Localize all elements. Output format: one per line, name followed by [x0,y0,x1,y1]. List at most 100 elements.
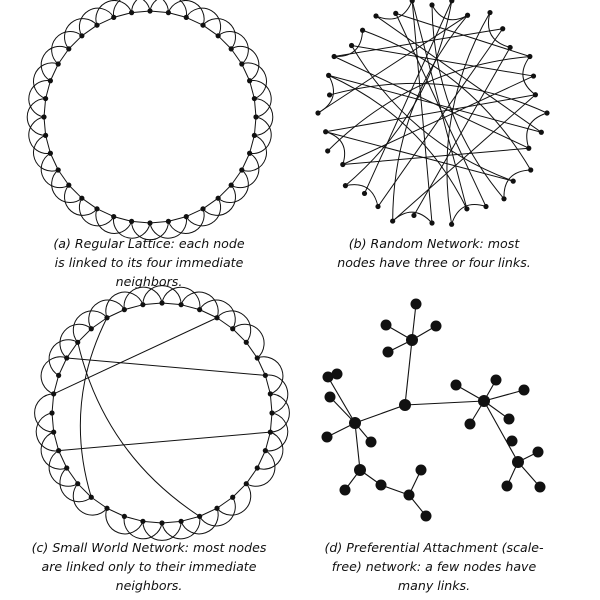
edge [392,14,468,222]
edge [404,400,485,406]
node [262,448,268,454]
node [530,73,537,79]
edge [199,309,218,319]
node [228,182,234,188]
edge [216,317,233,330]
edge [328,74,468,210]
edge [81,197,98,210]
edge [329,396,356,424]
edge [68,35,83,50]
hub-node [349,417,361,429]
edge [45,135,51,154]
edge [216,496,233,509]
node [449,0,455,4]
edge [77,328,92,343]
node [527,53,533,60]
node [528,167,534,173]
node [51,429,57,435]
edge [199,497,236,527]
node [382,346,394,358]
node [165,218,172,224]
edge [342,75,534,165]
edge [254,98,274,136]
node [159,520,165,526]
edge [95,208,133,234]
edge [131,220,151,224]
node [55,167,61,173]
node [464,206,470,212]
node [247,150,253,156]
edge [142,520,163,524]
node [214,505,220,511]
caption-line: (c) Small World Network: most nodes [31,540,267,555]
edge [483,389,525,402]
node [411,212,417,219]
edge [53,317,218,395]
edge [72,310,108,343]
node [147,8,153,14]
caption-regular-lattice: (a) Regular Lattice: each node is linked… [4,234,294,291]
hub-node [406,334,418,346]
edge [241,134,267,172]
edge [180,508,219,535]
edge [216,483,252,516]
node [518,384,530,396]
node [66,46,72,52]
edge [28,116,51,155]
node [247,78,253,84]
node [449,221,455,227]
node [64,465,70,471]
edge [483,400,519,463]
edge [249,79,272,118]
hub-node [478,395,490,407]
caption-line: nodes have three or four links. [337,255,531,270]
node [56,448,62,454]
caption-random-network: (b) Random Network: most nodes have thre… [289,234,579,272]
edge [43,98,47,118]
edge [264,431,271,451]
node [267,391,273,397]
edge [112,0,151,18]
caption-line: is linked to its four immediate [54,255,244,270]
node [64,355,70,361]
edge [113,12,132,18]
edge [411,0,433,224]
node [47,78,53,84]
random-network-diagram [315,0,550,227]
edge [249,80,255,99]
edge [77,483,92,498]
edge [265,412,289,452]
edge [404,339,413,406]
edge [57,169,70,186]
edge [230,169,243,186]
node [390,218,396,224]
edge [375,0,413,20]
node [331,53,337,60]
node [183,14,189,20]
edge [431,4,468,21]
node [253,114,259,120]
edge [354,422,361,471]
edge [168,12,187,18]
edge [105,291,144,318]
node [197,513,203,519]
node [323,129,329,135]
edge [28,79,51,118]
node [331,368,343,380]
node [243,339,249,345]
edge [58,431,271,452]
edge [123,516,163,540]
node [197,307,203,313]
edge [49,63,59,81]
node [75,481,81,487]
caption-line: free) network: a few nodes have [331,559,537,574]
edge [327,56,530,152]
edge [256,357,266,376]
node [43,95,49,102]
node [51,391,57,397]
edge [317,14,468,114]
edge [245,342,258,359]
edge [149,0,188,18]
edge [40,152,70,189]
